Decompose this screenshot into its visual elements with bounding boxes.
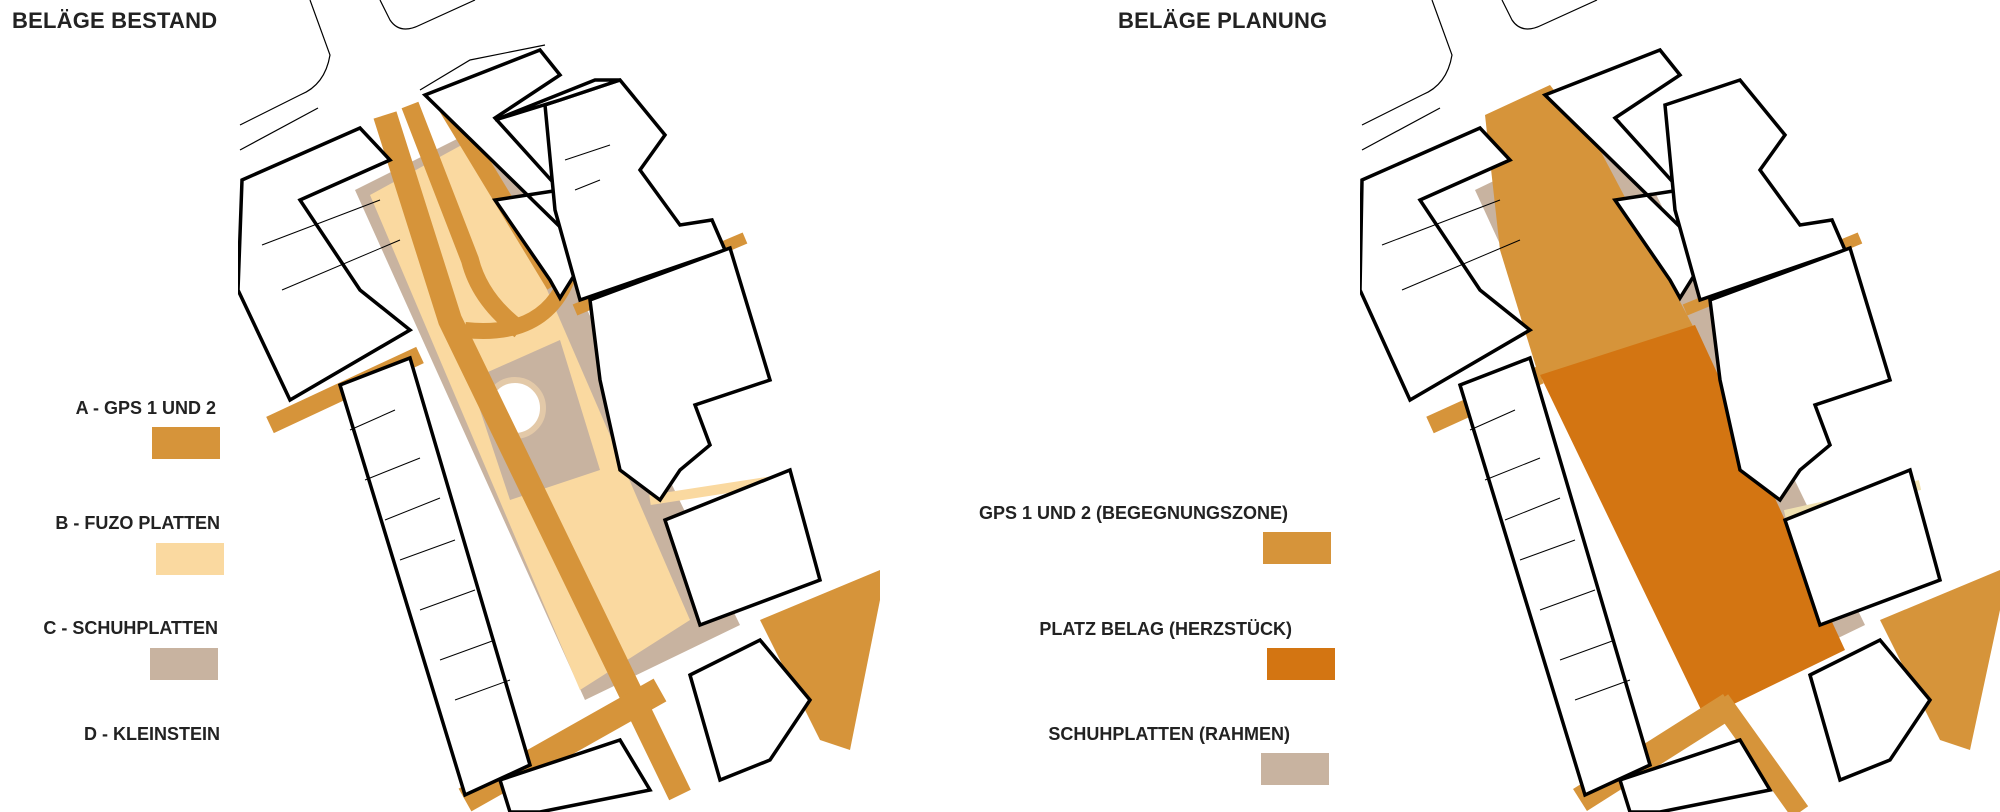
- legend-swatch-platz: [1267, 648, 1335, 680]
- surface-gps-zone: [1485, 85, 1695, 380]
- legend-label-gps: A - GPS 1 UND 2: [75, 398, 216, 418]
- surface-gps-lane: [373, 111, 691, 801]
- legend-swatch-gps: [152, 427, 220, 459]
- panel-planned: BELÄGE PLANUNG: [960, 0, 2000, 812]
- parcel-lines: [261, 144, 611, 701]
- site-plan-existing: [238, 0, 880, 812]
- panel-existing: BELÄGE BESTAND: [0, 0, 880, 812]
- building-outlines-planned: [1360, 47, 1943, 812]
- legend-label-schuhplatten-rahmen: SCHUHPLATTEN (RAHMEN): [1048, 724, 1290, 744]
- legend-swatch-schuhplatten-rahmen: [1261, 753, 1329, 785]
- legend-label-kleinstein: D - KLEINSTEIN: [83, 724, 220, 744]
- legend-label-platz: PLATZ BELAG (HERZSTÜCK): [1039, 619, 1292, 639]
- panel-title-planned: BELÄGE PLANUNG: [1118, 8, 1328, 33]
- street-line: [239, 0, 331, 126]
- legend-swatch-gps-begegnungszone: [1263, 532, 1331, 564]
- site-plan-planned: [1360, 0, 2000, 812]
- legend-swatch-fuzo: [156, 543, 224, 575]
- building-outlines: [238, 47, 823, 812]
- panel-title-existing: BELÄGE BESTAND: [12, 8, 218, 33]
- legend-label-fuzo: B - FUZO PLATTEN: [55, 513, 220, 533]
- legend-label-schuh: C - SCHUHPLATTEN: [43, 618, 218, 638]
- surface-platz: [1540, 325, 1845, 718]
- legend-label-gps-begegnungszone: GPS 1 UND 2 (BEGEGNUNGSZONE): [978, 503, 1288, 523]
- legend-swatch-schuh: [150, 648, 218, 680]
